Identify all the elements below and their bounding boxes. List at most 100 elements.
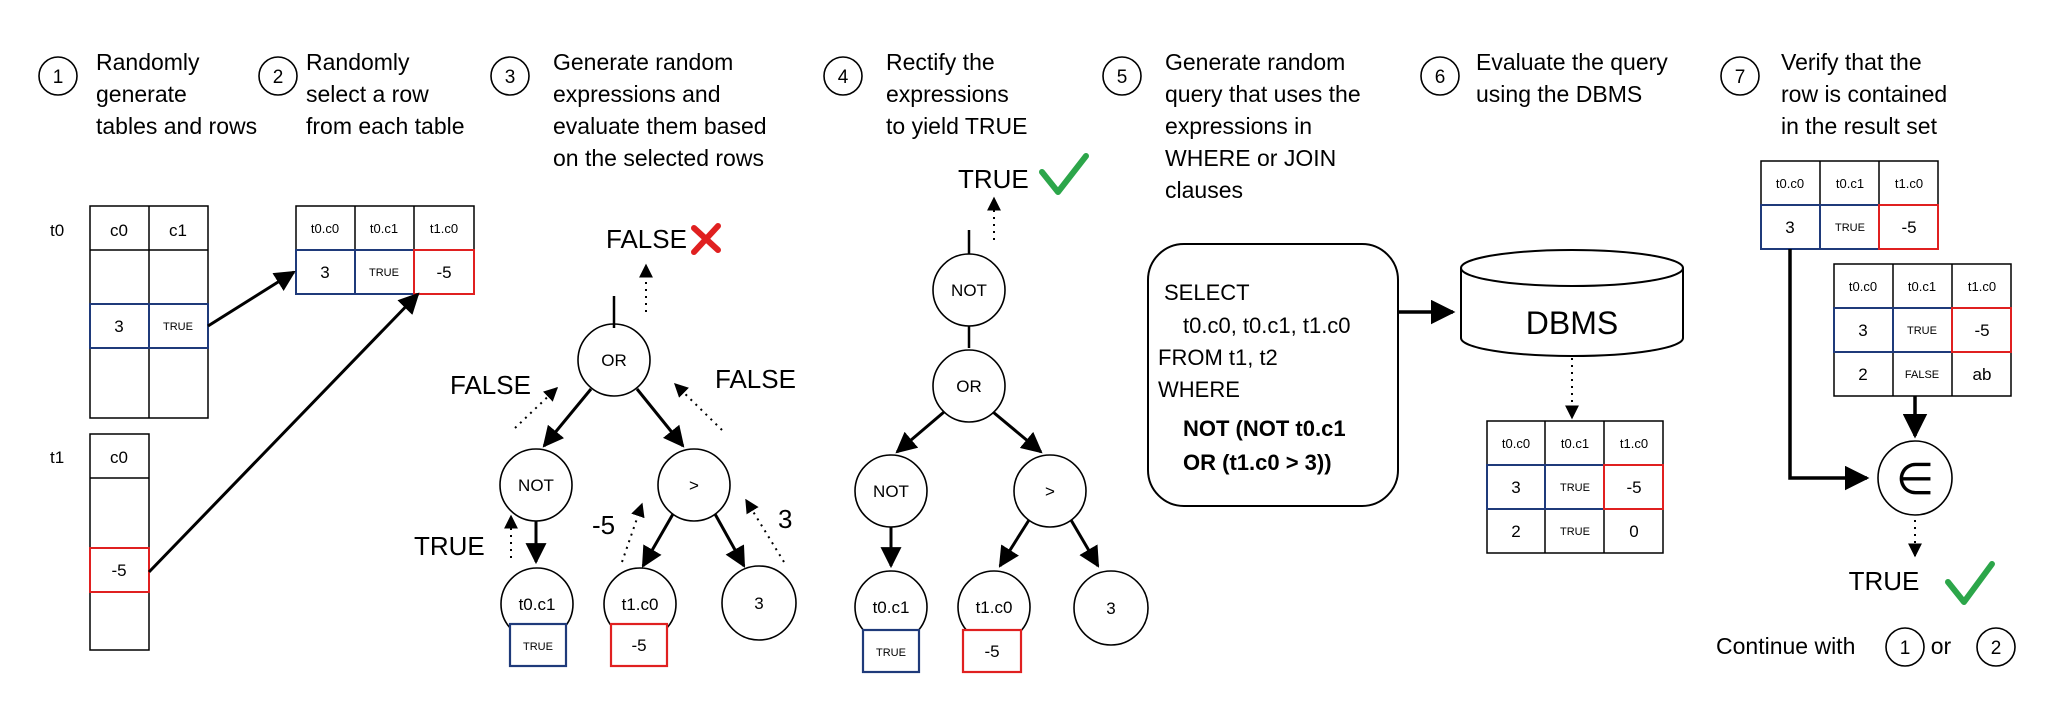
query-line: OR (t1.c0 > 3)): [1183, 450, 1332, 475]
step-number: 2: [273, 67, 284, 88]
verify-result-table: t0.c0 t0.c1 t1.c0 3 TRUE -5 2 FALSE ab: [1833, 263, 2012, 397]
table-t1: t1 c0 -5: [50, 433, 150, 651]
step-number-circle: [1976, 627, 2016, 667]
not-top-node: NOT: [951, 281, 987, 300]
column-node: t0.c1: [519, 595, 556, 614]
table-header: c0: [110, 448, 128, 467]
table-header: t1.c0: [1895, 176, 1923, 191]
gt-node: >: [689, 476, 699, 495]
element-of-symbol: ∈: [1896, 455, 1934, 504]
column-value: -5: [984, 642, 999, 661]
rectified-result-label: TRUE: [958, 164, 1029, 194]
step-label-line: select a row: [306, 81, 429, 107]
query-line: FROM t1, t2: [1158, 345, 1278, 370]
green-check-icon: [1945, 561, 1995, 605]
column-value: -5: [631, 636, 646, 655]
constant-node: 3: [1106, 599, 1115, 618]
step-label-line: Generate random: [1165, 49, 1345, 75]
query-box: SELECT t0.c0, t0.c1, t1.c0 FROM t1, t2 W…: [1147, 243, 1399, 507]
column-node: t0.c1: [873, 598, 910, 617]
table-cell: -5: [111, 561, 126, 580]
table-header: t0.c0: [311, 221, 339, 236]
arrow-t0-to-pivot: [207, 270, 296, 328]
column-value: TRUE: [523, 641, 553, 653]
step-label-line: generate: [96, 81, 187, 107]
not-node: NOT: [873, 482, 909, 501]
or-node: OR: [956, 377, 982, 396]
step-label-line: in the result set: [1781, 113, 1938, 139]
expression-tree-rectified: TRUE NOT OR NOT > t0.c1 TRUE t1.c0 -5 3: [854, 153, 1149, 674]
table-header: t0.c0: [1849, 279, 1877, 294]
step-label-line: expressions: [886, 81, 1009, 107]
table-name: t0: [50, 221, 64, 240]
query-line: SELECT: [1164, 280, 1250, 305]
step-number-circle: [1885, 627, 1925, 667]
step-label-line: clauses: [1165, 177, 1243, 203]
or-text: or: [1931, 633, 1952, 659]
step-5-header: 5 Generate random query that uses the ex…: [1102, 49, 1361, 203]
table-cell: TRUE: [1907, 325, 1937, 337]
step-label-line: row is contained: [1781, 81, 1947, 107]
table-cell: -5: [1626, 478, 1641, 497]
table-header: t1.c0: [1620, 436, 1648, 451]
not-node: NOT: [518, 476, 554, 495]
table-cell: TRUE: [1560, 526, 1590, 538]
constant-node: 3: [754, 594, 763, 613]
step-label-line: Rectify the: [886, 49, 995, 75]
table-cell: TRUE: [1560, 482, 1590, 494]
table-name: t1: [50, 448, 64, 467]
step-number-circle: [1420, 56, 1460, 96]
col-b-result-label: -5: [592, 510, 615, 540]
query-line: NOT (NOT t0.c1: [1183, 416, 1346, 441]
table-header: t0.c0: [1776, 176, 1804, 191]
step-label-line: Evaluate the query: [1476, 49, 1668, 75]
step-number-circle: [823, 56, 863, 96]
step-4-header: 4 Rectify the expressions to yield TRUE: [823, 49, 1027, 139]
table-header: t1.c0: [430, 221, 458, 236]
step-label-line: evaluate them based: [553, 113, 767, 139]
table-cell: 3: [1511, 478, 1520, 497]
dbms-result-table: t0.c0 t0.c1 t1.c0 3 TRUE -5 2 TRUE 0: [1486, 420, 1664, 554]
step-number: 3: [505, 67, 516, 88]
const-result-label: 3: [778, 504, 792, 534]
column-node: t1.c0: [976, 598, 1013, 617]
step-label-line: Randomly: [96, 49, 200, 75]
expression-tree-original: FALSE OR FALSE FALSE NOT > TRUE -5 3 t0.…: [414, 223, 797, 668]
table-header: t0.c1: [370, 221, 398, 236]
step-label-line: tables and rows: [96, 113, 257, 139]
step-number-circle: [38, 56, 78, 96]
table-cell: ab: [1973, 365, 1992, 384]
or-node: OR: [601, 351, 627, 370]
red-x-icon: [691, 223, 721, 255]
dbms-label: DBMS: [1526, 305, 1618, 341]
step-number: 1: [1900, 638, 1911, 659]
table-cell: 0: [1629, 522, 1638, 541]
step-label-line: Generate random: [553, 49, 733, 75]
table-cell: 2: [1858, 365, 1867, 384]
step-6-header: 6 Evaluate the query using the DBMS: [1420, 49, 1668, 107]
query-line: WHERE: [1158, 377, 1240, 402]
arrow-pivot-to-membership: [1788, 249, 1870, 491]
step-label-line: expressions and: [553, 81, 721, 107]
step-label-line: using the DBMS: [1476, 81, 1642, 107]
step-number: 1: [53, 67, 64, 88]
table-t0: t0 c0 c1 3 TRUE: [50, 205, 209, 419]
green-check-icon: [1039, 153, 1089, 195]
arrow-t1-to-pivot: [147, 292, 420, 574]
column-value: TRUE: [876, 647, 906, 659]
table-header: c1: [169, 221, 187, 240]
pivot-row-table: t0.c0 t0.c1 t1.c0 3 TRUE -5: [295, 205, 475, 295]
step-label-line: to yield TRUE: [886, 113, 1027, 139]
verify-result-label: TRUE: [1849, 566, 1920, 596]
membership-node: ∈: [1877, 440, 1953, 516]
left-result-label: FALSE: [450, 370, 531, 400]
table-cell: -5: [1974, 321, 1989, 340]
table-cell: 3: [1785, 218, 1794, 237]
table-cell: 3: [320, 263, 329, 282]
not-result-label: TRUE: [414, 531, 485, 561]
continue-note: Continue with 1 or 2: [1716, 627, 2016, 667]
continue-text: Continue with: [1716, 633, 1855, 659]
step-3-header: 3 Generate random expressions and evalua…: [490, 49, 767, 171]
step-label-line: from each table: [306, 113, 465, 139]
